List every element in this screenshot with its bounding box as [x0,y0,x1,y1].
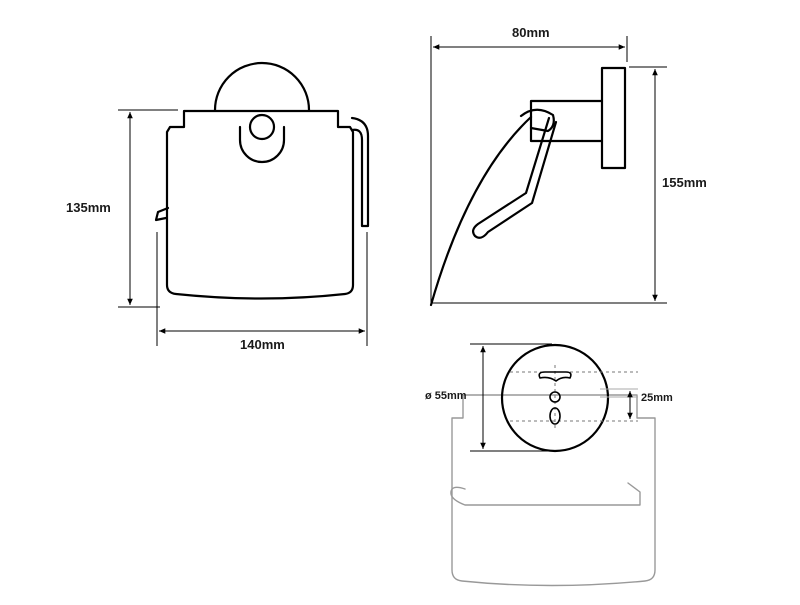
mount-keyhole-slot [538,371,572,382]
side-height-label: 155mm [662,175,707,190]
front-view: 135mm 140mm [66,61,370,352]
mount-cover-outline [451,394,656,587]
mount-screw-hole-upper [549,391,561,403]
side-depth-label: 80mm [512,25,550,40]
front-wall-plate [213,61,311,112]
side-view: 80mm 155mm [429,25,707,307]
mount-diameter-label: ø 55mm [425,390,467,402]
mount-hook-outline [450,482,641,506]
side-arm-block [529,99,604,143]
front-knob-notch [238,125,286,164]
mount-screw-hole-lower [549,407,561,425]
front-left-latch [154,206,170,222]
front-right-hook [350,116,370,228]
side-knob [519,108,555,133]
mount-spacing-label: 25mm [641,392,673,404]
front-cover [165,109,355,300]
mount-wall-plate [500,343,610,453]
mounting-view: 25mm ø 55mm [425,343,673,587]
side-cover-curve [429,115,533,307]
front-height-label: 135mm [66,200,111,215]
front-center-knob [248,113,276,141]
front-width-label: 140mm [240,337,285,352]
side-wall-plate [600,66,627,170]
side-hook-arm [471,116,558,239]
